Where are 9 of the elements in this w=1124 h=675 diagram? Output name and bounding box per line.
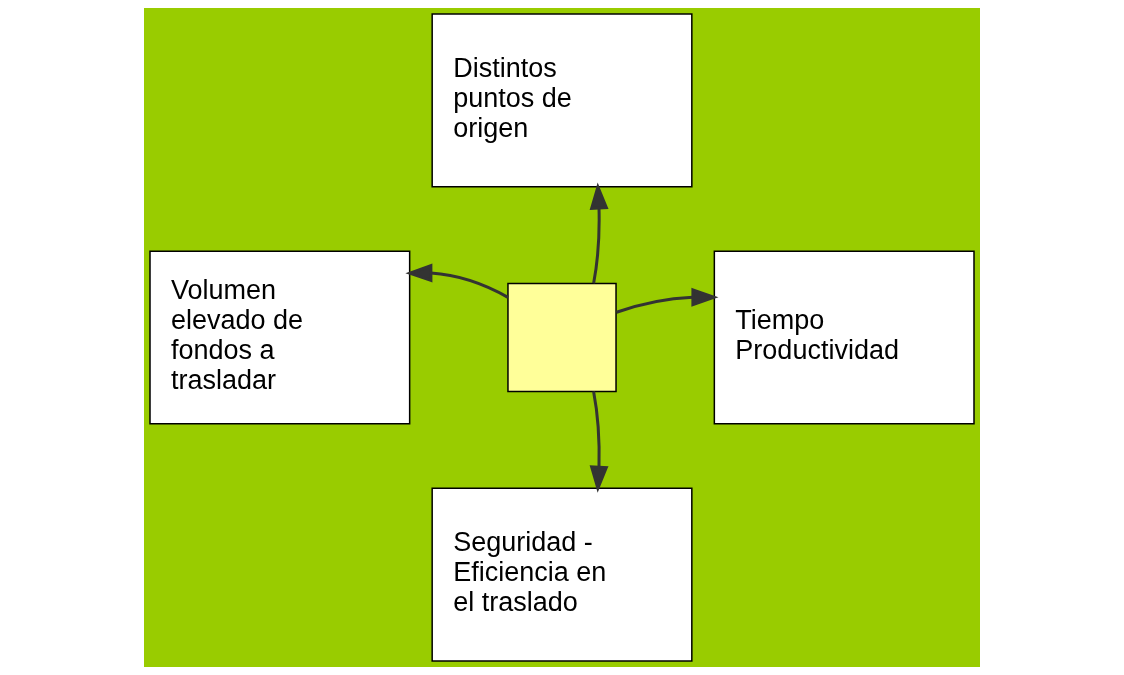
node-cross (507, 282, 617, 393)
node-box: Volumen elevado de fondos a trasladar (149, 250, 411, 425)
arrow (589, 182, 609, 284)
node-box: Seguridad - Eficiencia en el traslado (431, 487, 693, 662)
arrow (405, 263, 509, 299)
arrow (616, 287, 719, 314)
arrow (589, 391, 609, 493)
node-box: Distintos puntos de origen (431, 13, 693, 188)
node-box: Tiempo Productividad (713, 250, 975, 425)
